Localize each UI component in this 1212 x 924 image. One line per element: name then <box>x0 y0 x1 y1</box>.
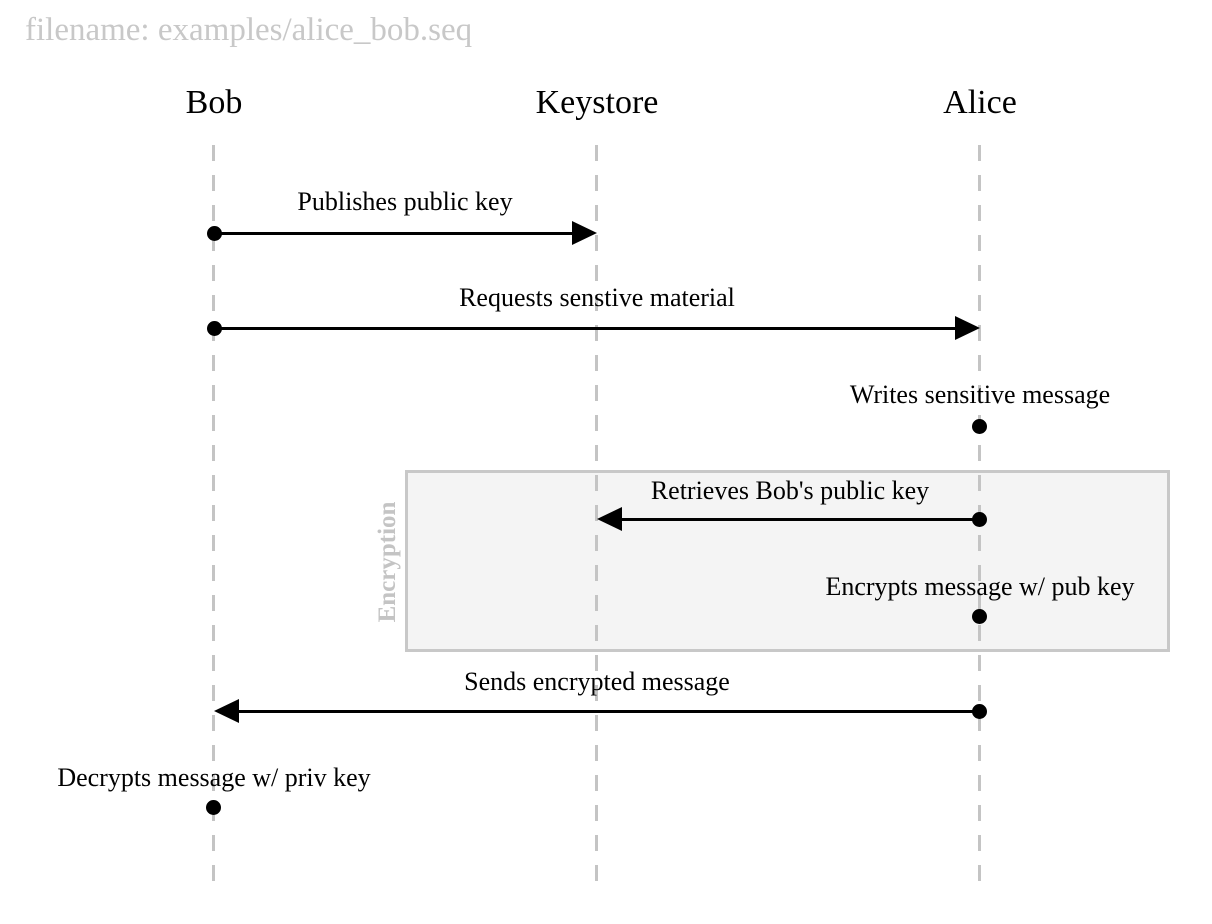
lifeline-bob <box>212 145 215 883</box>
message-arrowhead <box>214 699 239 723</box>
message-arrow-line <box>237 710 980 713</box>
diagram-filename: filename: examples/alice_bob.seq <box>25 12 473 48</box>
message-label-decrypts-message-w-priv-key: Decrypts message w/ priv key <box>57 763 371 792</box>
actor-label-keystore: Keystore <box>535 84 659 121</box>
message-label-retrieves-bobs-public-key: Retrieves Bob's public key <box>650 476 930 505</box>
message-arrowhead <box>955 316 980 340</box>
actor-label-alice: Alice <box>943 84 1017 121</box>
message-label-encrypts-message-w-pub-key: Encrypts message w/ pub key <box>825 572 1135 601</box>
message-origin-dot <box>207 321 222 336</box>
activity-dot <box>972 419 987 434</box>
actor-label-bob: Bob <box>185 84 243 121</box>
activity-dot <box>206 800 221 815</box>
message-origin-dot <box>972 512 987 527</box>
message-origin-dot <box>207 226 222 241</box>
message-origin-dot <box>972 704 987 719</box>
message-arrow-line <box>214 327 958 330</box>
lifeline-keystore <box>595 145 598 883</box>
encryption-fragment-label: Encryption <box>374 501 401 623</box>
message-label-sends-encrypted-message: Sends encrypted message <box>464 667 730 696</box>
message-arrow-line <box>214 232 575 235</box>
message-arrowhead <box>572 221 597 245</box>
message-label-writes-sensitive-message: Writes sensitive message <box>849 380 1111 409</box>
message-label-publishes-public-key: Publishes public key <box>297 187 513 216</box>
message-arrowhead <box>597 507 622 531</box>
encryption-fragment <box>405 470 1170 652</box>
message-arrow-line <box>620 518 980 521</box>
activity-dot <box>972 609 987 624</box>
message-label-requests-senstive-material: Requests senstive material <box>459 283 735 312</box>
